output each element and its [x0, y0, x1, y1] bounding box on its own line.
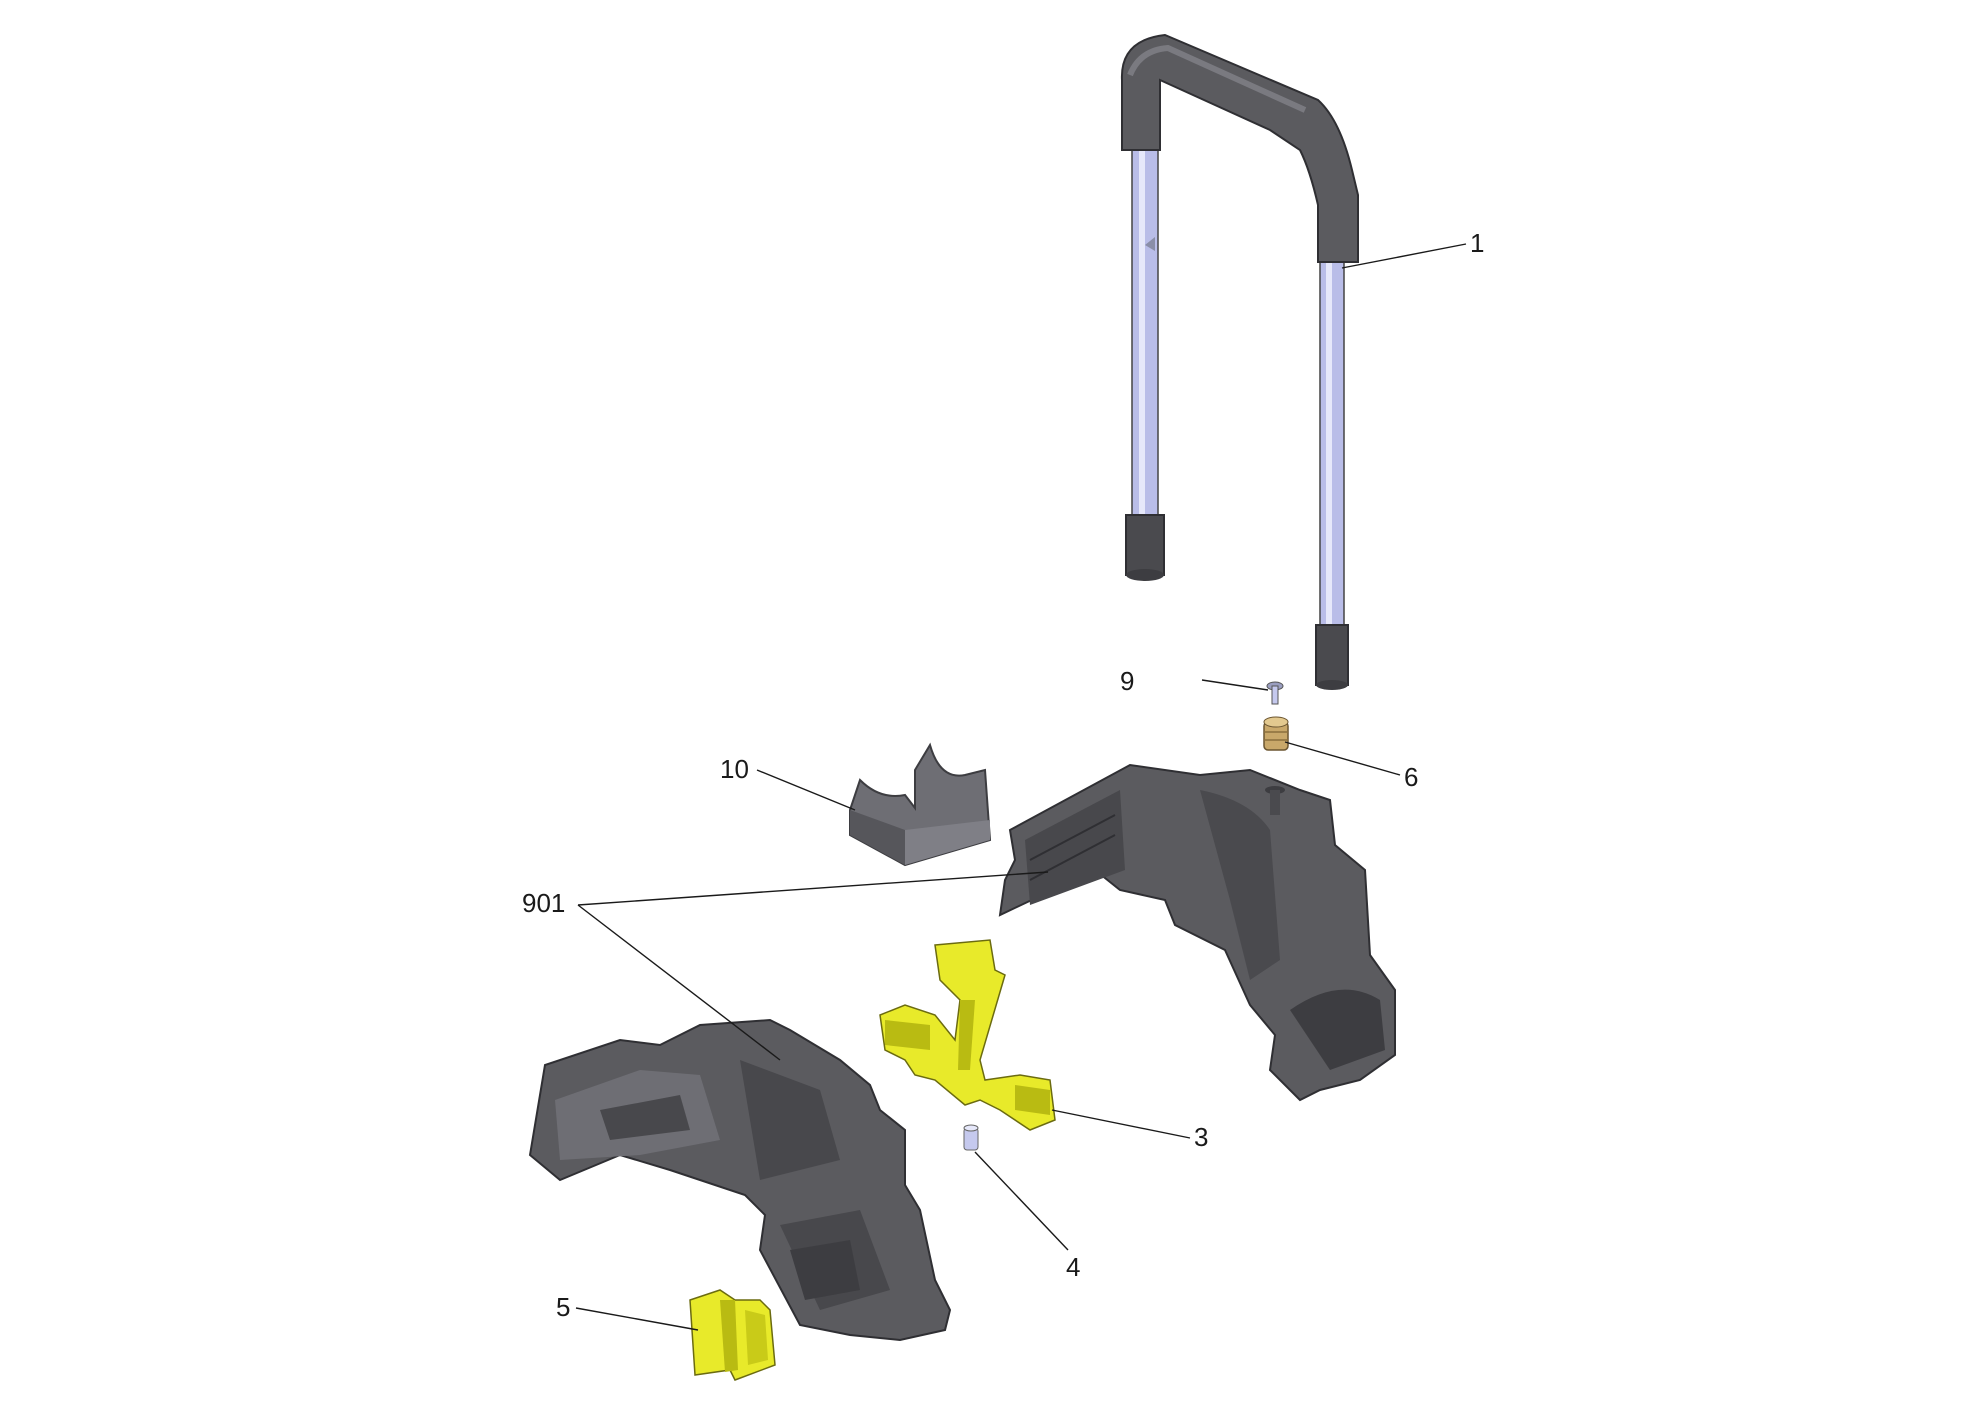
callout-6: 6 [1404, 762, 1418, 792]
callout-901: 901 [522, 888, 565, 918]
callout-labels: 1 9 6 10 901 3 4 5 [522, 228, 1484, 1322]
callout-9: 9 [1120, 666, 1134, 696]
part-housing-right [998, 763, 1396, 1102]
part-yellow-clip [689, 1289, 776, 1381]
callout-5: 5 [556, 1292, 570, 1322]
part-handle [1120, 33, 1359, 690]
part-bushing [1263, 716, 1289, 751]
callout-3: 3 [1194, 1122, 1208, 1152]
callout-4: 4 [1066, 1252, 1080, 1282]
callout-10: 10 [720, 754, 749, 784]
leader-lines [575, 243, 1467, 1331]
part-pin [963, 1124, 979, 1151]
part-housing-left [528, 1018, 952, 1342]
part-screw [1266, 681, 1284, 705]
part-yellow-bracket [879, 939, 1056, 1131]
callout-1: 1 [1470, 228, 1484, 258]
part-holder-block [849, 742, 992, 867]
